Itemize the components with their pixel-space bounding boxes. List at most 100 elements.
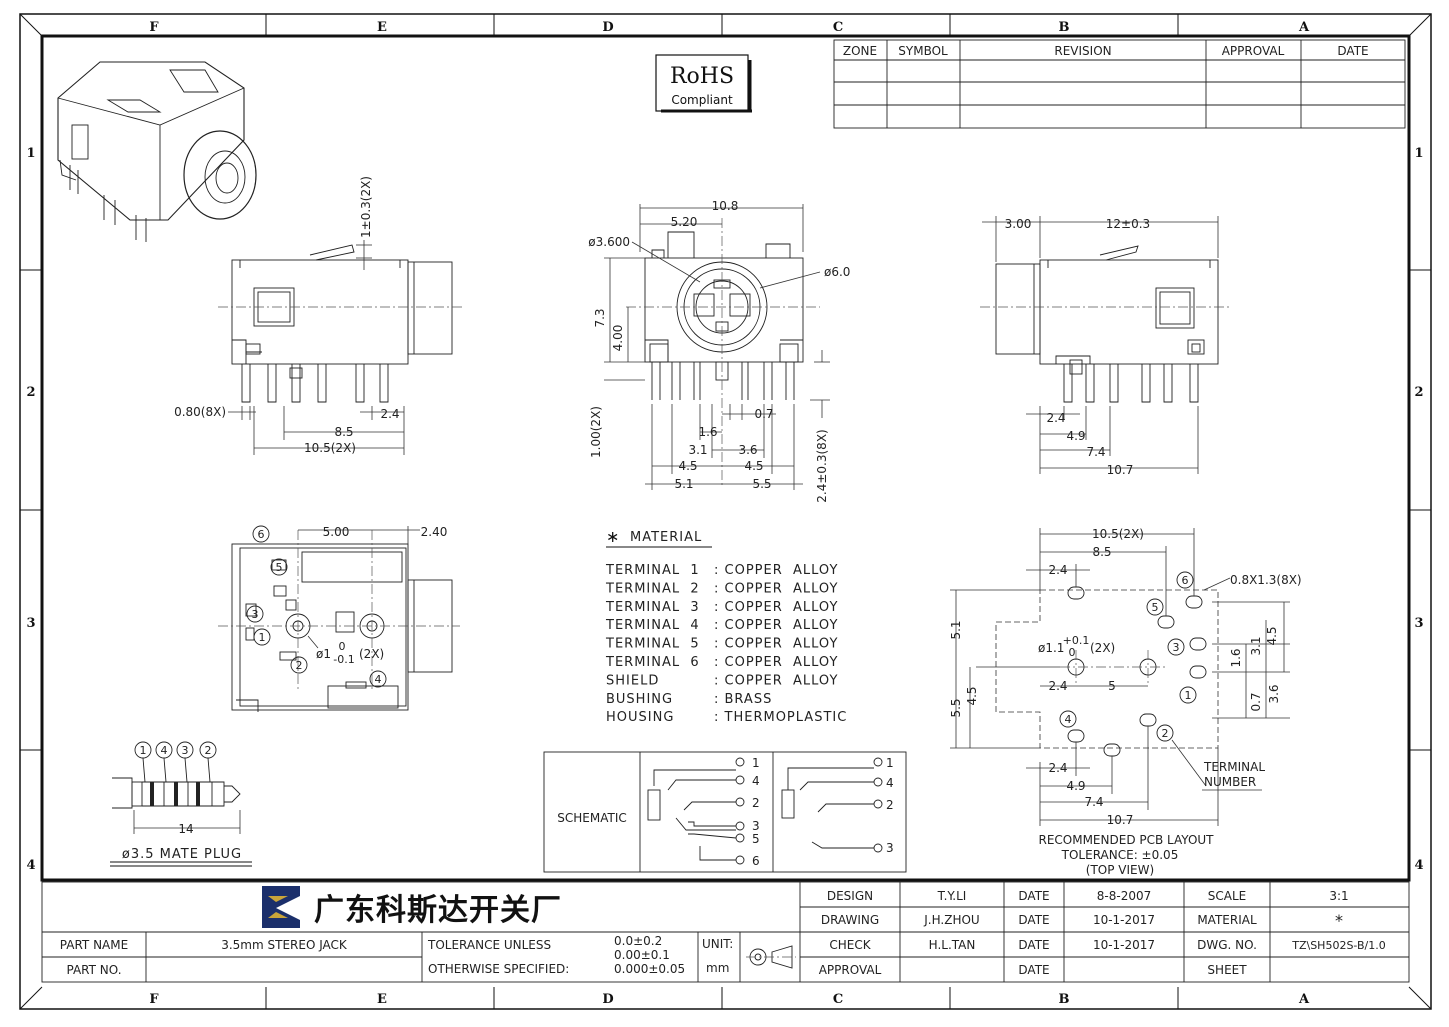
dwg-no-value: TZ\SH502S-B/1.0 <box>1291 939 1386 952</box>
dim-1.00-2x: 1.00(2X) <box>589 406 603 458</box>
sch-left-pin-6: 6 <box>752 854 760 868</box>
dwg-no-label: DWG. NO. <box>1197 938 1257 952</box>
date-check: 10-1-2017 <box>1093 938 1155 952</box>
pcb-dim-2.4-top: 2.4 <box>1048 563 1067 577</box>
tolerance-2: 0.00±0.1 <box>614 948 670 962</box>
dim-7.3: 7.3 <box>593 308 607 327</box>
drawing-label: DRAWING <box>821 913 879 927</box>
pcb-dim-dia-upper: +0.1 <box>1063 634 1090 647</box>
plug-term-2: 2 <box>205 744 212 757</box>
zone-bottom-B: B <box>1059 992 1070 1007</box>
pcb-dim-4.5-top: 4.5 <box>1265 626 1279 645</box>
unit-value: mm <box>706 961 729 975</box>
pcb-dim-2.4-mid: 2.4 <box>1048 679 1067 693</box>
dim-dia-6.0: ø6.0 <box>824 265 850 279</box>
drawing-value: J.H.ZHOU <box>923 913 979 927</box>
bottom-term-4: 4 <box>375 673 382 686</box>
date-drawing: 10-1-2017 <box>1093 913 1155 927</box>
zone-left-4: 4 <box>26 858 35 873</box>
material-title: MATERIAL <box>630 530 702 545</box>
pcb-layout-tolerance: TOLERANCE: ±0.05 <box>1061 848 1179 862</box>
pcb-dim-4.5-left: 4.5 <box>965 686 979 705</box>
dim-1-0.3-2x: 1±0.3(2X) <box>359 176 373 238</box>
material-value-8: : BRASS <box>714 692 772 707</box>
bottom-view: 5.00 2.40 ø1 0 -0.1 (2X) 6 5 3 1 2 4 <box>218 525 460 712</box>
material-value-6: : COPPER ALLOY <box>714 655 838 670</box>
side-view-left: 1±0.3(2X) 0.80(8X) 2.4 8.5 10.5(2X) <box>174 176 465 455</box>
sch-right-pin-4: 4 <box>886 776 894 790</box>
dim-14: 14 <box>178 822 193 836</box>
asterisk-icon: ∗ <box>606 527 619 546</box>
material-list: ∗ MATERIAL TERMINAL 1: COPPER ALLOYTERMI… <box>605 527 847 725</box>
pcb-term-6: 6 <box>1182 574 1189 587</box>
dim-10.7-right: 10.7 <box>1107 463 1134 477</box>
dim-3.6-front: 3.6 <box>738 443 757 457</box>
tolerance-1: 0.0±0.2 <box>614 934 662 948</box>
title-block: 广东科斯达开关厂 PART NAME 3.5mm STEREO JACK PAR… <box>41 881 1410 983</box>
dim-5.00: 5.00 <box>323 525 350 539</box>
dim-dia-3.600: ø3.600 <box>588 235 630 249</box>
material-part-6: TERMINAL 6 <box>605 655 700 670</box>
material-part-3: TERMINAL 3 <box>605 600 700 615</box>
material-value-1: : COPPER ALLOY <box>714 563 838 578</box>
pcb-dim-5.5: 5.5 <box>949 698 963 717</box>
plug-term-3: 3 <box>182 744 189 757</box>
front-view: 10.8 5.20 ø3.600 ø6.0 7.3 4.00 1.00(2X) … <box>588 199 850 503</box>
rev-header-revision: REVISION <box>1054 44 1111 58</box>
dim-10.5-2x-side: 10.5(2X) <box>304 441 356 455</box>
revision-table: ZONE SYMBOL REVISION APPROVAL DATE <box>833 39 1406 129</box>
side-view-right: 3.00 12±0.3 2.4 4.9 7.4 10.7 <box>980 216 1232 477</box>
sch-left-pin-1: 1 <box>752 756 760 770</box>
sch-right-pin-3: 3 <box>886 841 894 855</box>
zone-left-3: 3 <box>26 616 35 631</box>
material-part-2: TERMINAL 2 <box>605 581 700 596</box>
dim-4.5-right: 4.5 <box>744 459 763 473</box>
plug-label: ø3.5 MATE PLUG <box>122 847 242 862</box>
dim-4.00: 4.00 <box>611 325 625 352</box>
tolerance-label-2: OTHERWISE SPECIFIED: <box>428 962 569 976</box>
material-label-tb: MATERIAL <box>1197 913 1257 927</box>
dim-8.5-side: 8.5 <box>334 425 353 439</box>
dim-dia-1: ø1 <box>316 647 331 661</box>
unit-label: UNIT: <box>702 937 733 951</box>
material-value-7: : COPPER ALLOY <box>714 673 838 688</box>
material-value-4: : COPPER ALLOY <box>714 618 838 633</box>
dim-2.4-0.3-8x: 2.4±0.3(8X) <box>815 429 829 502</box>
pcb-dim-dia-count: (2X) <box>1090 641 1115 655</box>
zone-top-C: C <box>833 20 843 35</box>
dim-2.4-right: 2.4 <box>1046 411 1065 425</box>
bottom-term-3: 3 <box>252 608 259 621</box>
part-name-label: PART NAME <box>60 938 128 952</box>
pcb-dim-0.7: 0.7 <box>1249 692 1263 711</box>
pcb-layout-title: RECOMMENDED PCB LAYOUT <box>1038 833 1214 847</box>
material-part-8: BUSHING <box>606 692 673 707</box>
tolerance-label-1: TOLERANCE UNLESS <box>427 938 551 952</box>
pcb-term-3: 3 <box>1173 641 1180 654</box>
pcb-dim-3.6: 3.6 <box>1267 684 1281 703</box>
dim-4.5-left: 4.5 <box>678 459 697 473</box>
zone-top-E: E <box>377 20 387 35</box>
sch-left-pin-4: 4 <box>752 774 760 788</box>
pcb-dim-1.6: 1.6 <box>1229 648 1243 667</box>
bottom-term-6: 6 <box>258 528 265 541</box>
plug-term-1: 1 <box>140 744 147 757</box>
zone-bottom-F: F <box>149 992 159 1007</box>
company-name: 广东科斯达开关厂 <box>314 893 562 928</box>
date-label-2: DATE <box>1018 913 1049 927</box>
pcb-dim-8.5: 8.5 <box>1092 545 1111 559</box>
date-label-3: DATE <box>1018 938 1049 952</box>
zone-top-F: F <box>149 20 159 35</box>
dim-3.00: 3.00 <box>1005 217 1032 231</box>
zone-right-4: 4 <box>1414 858 1423 873</box>
dim-4.9-right: 4.9 <box>1066 429 1085 443</box>
bottom-term-1: 1 <box>259 631 266 644</box>
design-label: DESIGN <box>827 889 873 903</box>
dim-5.20: 5.20 <box>671 215 698 229</box>
sch-left-pin-5: 5 <box>752 832 760 846</box>
bottom-term-5: 5 <box>276 561 283 574</box>
zone-right-3: 3 <box>1414 616 1423 631</box>
material-value-9: : THERMOPLASTIC <box>714 710 847 725</box>
zone-bottom-D: D <box>602 992 613 1007</box>
plug-term-4: 4 <box>161 744 168 757</box>
zone-bottom-E: E <box>377 992 387 1007</box>
